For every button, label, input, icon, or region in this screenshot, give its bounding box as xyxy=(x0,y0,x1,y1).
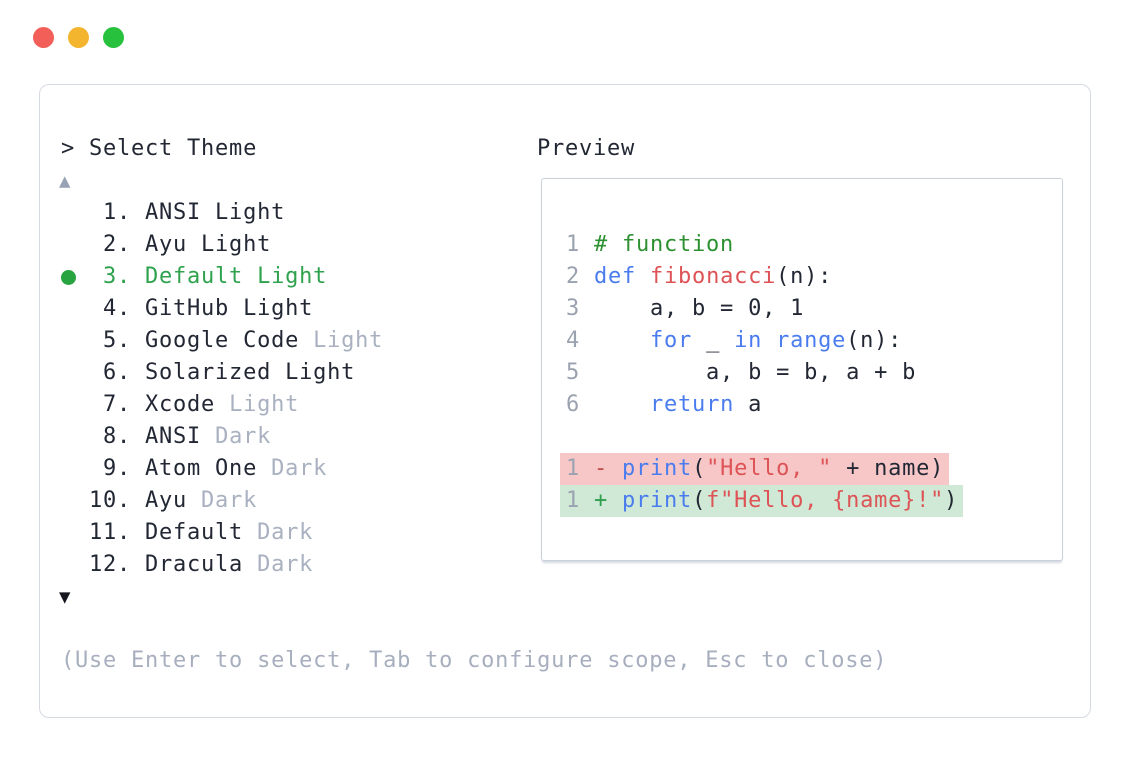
theme-item-name: ANSI xyxy=(145,424,202,449)
code-token xyxy=(594,328,650,353)
theme-list-item[interactable]: 8. ANSI Dark xyxy=(89,421,271,453)
theme-item-number: 3. xyxy=(89,264,146,289)
line-number: 5 xyxy=(566,360,595,385)
code-token: a, b = b, a + b xyxy=(594,360,917,385)
theme-list-item[interactable]: 10. Ayu Dark xyxy=(89,485,257,517)
code-token: f"Hello, {name}!" xyxy=(706,488,945,513)
theme-list-item[interactable]: 5. Google Code Light xyxy=(89,325,383,357)
code-token xyxy=(594,392,650,417)
theme-item-variant: Dark xyxy=(243,552,314,577)
code-token: return xyxy=(650,392,735,417)
code-token: (n): xyxy=(846,328,903,353)
theme-item-name: Google Code xyxy=(145,328,300,353)
code-token: + name) xyxy=(832,456,945,481)
theme-item-name: Default xyxy=(145,520,244,545)
minimize-button[interactable] xyxy=(68,27,89,48)
theme-item-variant: Dark xyxy=(243,520,314,545)
diff-plus-sign: + xyxy=(594,488,623,513)
selected-theme-dot-icon xyxy=(61,269,76,285)
code-token: a, b = 0, 1 xyxy=(594,296,805,321)
theme-list-item[interactable]: 4. GitHub Light xyxy=(89,293,313,325)
theme-item-number: 10. xyxy=(89,488,146,513)
theme-item-variant: Dark xyxy=(201,424,272,449)
zoom-button[interactable] xyxy=(103,27,124,48)
code-line: 5 a, b = b, a + b xyxy=(566,357,916,389)
code-token: print xyxy=(622,488,693,513)
theme-item-number: 11. xyxy=(89,520,146,545)
theme-item-number: 12. xyxy=(89,552,146,577)
line-number: 1 xyxy=(566,456,595,481)
theme-item-number: 5. xyxy=(89,328,146,353)
code-token: print xyxy=(622,456,693,481)
theme-item-variant: Dark xyxy=(257,456,328,481)
theme-list-item[interactable]: 11. Default Dark xyxy=(89,517,313,549)
code-token: fibonacci xyxy=(650,264,777,289)
code-line: 1 # function xyxy=(566,229,734,261)
line-number: 6 xyxy=(566,392,595,417)
code-token: _ xyxy=(692,328,735,353)
code-line: 3 a, b = 0, 1 xyxy=(566,293,804,325)
code-line: 2 def fibonacci(n): xyxy=(566,261,832,293)
theme-item-number: 8. xyxy=(89,424,146,449)
theme-list-item[interactable]: 12. Dracula Dark xyxy=(89,549,313,581)
line-number: 3 xyxy=(566,296,595,321)
theme-list-item[interactable]: 2. Ayu Light xyxy=(89,229,271,261)
keyboard-hint: (Use Enter to select, Tab to configure s… xyxy=(61,648,888,673)
line-number: 2 xyxy=(566,264,595,289)
code-token: # function xyxy=(594,232,735,257)
code-token: a xyxy=(734,392,763,417)
line-number: 1 xyxy=(566,488,595,513)
theme-item-name: GitHub Light xyxy=(145,296,314,321)
code-line: 4 for _ in range(n): xyxy=(566,325,902,357)
code-line: 6 return a xyxy=(566,389,762,421)
scroll-down-icon[interactable]: ▼ xyxy=(59,586,72,608)
code-token: for xyxy=(650,328,693,353)
theme-item-name: Dracula xyxy=(145,552,244,577)
theme-item-name: Ayu xyxy=(145,488,188,513)
diff-line-removed: 1 - print("Hello, " + name) xyxy=(560,453,950,485)
theme-item-number: 6. xyxy=(89,360,146,385)
line-number: 4 xyxy=(566,328,595,353)
theme-item-number: 2. xyxy=(89,232,146,257)
theme-item-number: 9. xyxy=(89,456,146,481)
line-number xyxy=(566,424,580,449)
code-token: range xyxy=(776,328,847,353)
code-token: def xyxy=(594,264,651,289)
theme-item-number: 1. xyxy=(89,200,146,225)
theme-list-item[interactable]: 1. ANSI Light xyxy=(89,197,285,229)
line-number: 1 xyxy=(566,232,595,257)
code-token xyxy=(762,328,776,353)
theme-list-item[interactable]: 6. Solarized Light xyxy=(89,357,355,389)
scroll-up-icon[interactable]: ▲ xyxy=(59,170,72,192)
theme-item-name: Solarized Light xyxy=(145,360,356,385)
theme-item-number: 7. xyxy=(89,392,146,417)
diff-line-added: 1 + print(f"Hello, {name}!") xyxy=(560,485,964,517)
preview-label: Preview xyxy=(537,136,636,161)
diff-minus-sign: - xyxy=(594,456,623,481)
theme-item-name: Ayu Light xyxy=(145,232,272,257)
close-button[interactable] xyxy=(33,27,54,48)
select-theme-prompt: > Select Theme xyxy=(61,136,258,161)
theme-list-item[interactable]: 9. Atom One Dark xyxy=(89,453,327,485)
theme-picker-dialog: > Select Theme Preview ▲ 1. ANSI Light 2… xyxy=(39,84,1091,718)
theme-item-variant: Light xyxy=(299,328,384,353)
code-token: ) xyxy=(944,488,959,513)
theme-list-item[interactable]: 3. Default Light xyxy=(89,261,327,293)
code-line xyxy=(566,421,580,453)
code-token: (n): xyxy=(776,264,833,289)
theme-item-name: Default Light xyxy=(145,264,328,289)
theme-item-number: 4. xyxy=(89,296,146,321)
theme-item-variant: Dark xyxy=(187,488,258,513)
code-token: ( xyxy=(692,488,707,513)
theme-item-name: Atom One xyxy=(145,456,258,481)
theme-list-item[interactable]: 7. Xcode Light xyxy=(89,389,299,421)
theme-item-name: Xcode xyxy=(145,392,216,417)
code-token: "Hello, " xyxy=(706,456,833,481)
code-token: ( xyxy=(692,456,707,481)
theme-item-variant: Light xyxy=(215,392,300,417)
theme-item-name: ANSI Light xyxy=(145,200,286,225)
code-token: in xyxy=(734,328,763,353)
